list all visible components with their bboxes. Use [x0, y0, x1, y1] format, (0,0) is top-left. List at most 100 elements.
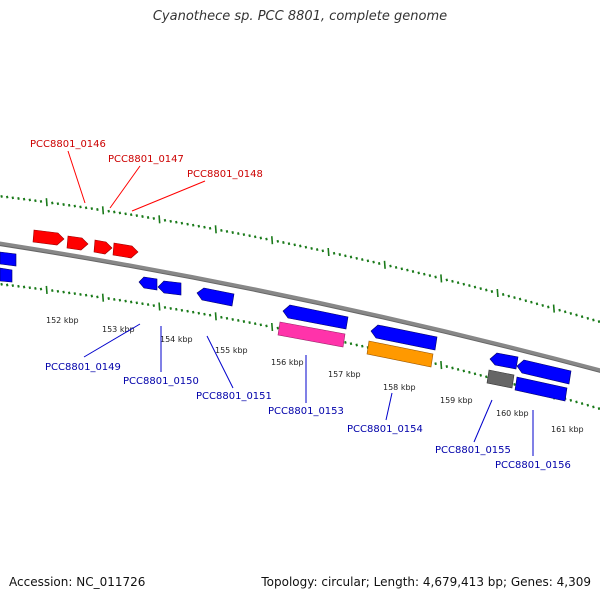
- forward-tick-101: [558, 308, 561, 312]
- reverse-tick-63: [344, 340, 347, 344]
- reverse-tick-13: [62, 290, 65, 294]
- reverse-tick-26: [135, 301, 139, 305]
- gene-pcc8801-0149[interactable]: [138, 276, 158, 291]
- forward-tick-14: [67, 203, 71, 207]
- gene-left-edge-b[interactable]: [0, 267, 13, 283]
- reverse-tick-34: [180, 308, 184, 312]
- forward-tick-85: [468, 284, 471, 288]
- gene-pcc8801-0156[interactable]: [514, 376, 568, 402]
- gene-label-0148[interactable]: PCC8801_0148: [187, 169, 263, 180]
- gene-pcc8801-0152[interactable]: [282, 304, 349, 330]
- gene-pcc8801-0151[interactable]: [196, 287, 235, 307]
- forward-tick-46: [248, 234, 251, 238]
- forward-tick-87: [479, 287, 482, 291]
- forward-tick-70: [383, 260, 386, 269]
- gene-pcc8801-0146[interactable]: [32, 229, 65, 246]
- forward-tick-79: [434, 275, 437, 279]
- forward-tick-10: [45, 198, 48, 207]
- reverse-tick-44: [237, 318, 240, 322]
- reverse-tick-49: [265, 324, 268, 328]
- forward-tick-51: [276, 239, 280, 243]
- reverse-tick-81: [445, 365, 449, 368]
- reverse-tick-104: [575, 400, 578, 404]
- reverse-tick-28: [146, 303, 150, 307]
- gene-pcc8801-0147[interactable]: [66, 235, 89, 251]
- forward-tick-29: [152, 216, 156, 220]
- reverse-tick-2: [0, 282, 3, 286]
- reverse-tick-25: [129, 300, 133, 304]
- gene-pcc8801-0155a[interactable]: [489, 352, 519, 370]
- forward-tick-3: [5, 195, 9, 199]
- forward-tick-5: [17, 197, 20, 200]
- forward-tick-83: [456, 281, 460, 285]
- gene-label-0154[interactable]: PCC8801_0154: [347, 424, 423, 435]
- reverse-tick-32: [169, 306, 172, 310]
- gene-pcc8801-0148a[interactable]: [93, 239, 113, 255]
- forward-tick-76: [417, 271, 420, 275]
- forward-tick-84: [462, 282, 466, 286]
- reverse-tick-17: [84, 293, 88, 297]
- forward-tick-68: [372, 260, 375, 264]
- forward-tick-19: [96, 208, 99, 211]
- kbp-label-152: 152 kbp: [46, 316, 79, 325]
- forward-tick-62: [338, 253, 342, 256]
- gene-pcc8801-0153[interactable]: [277, 321, 346, 348]
- forward-tick-71: [389, 264, 392, 268]
- kbp-label-158: 158 kbp: [383, 383, 416, 392]
- forward-tick-102: [563, 310, 567, 314]
- gene-pcc8801-0148b[interactable]: [112, 242, 139, 259]
- gene-left-edge-a[interactable]: [0, 251, 17, 267]
- forward-tick-48: [259, 236, 263, 240]
- forward-tick-94: [518, 297, 522, 301]
- reverse-tick-21: [107, 297, 110, 300]
- gene-pcc8801-0154[interactable]: [366, 340, 434, 368]
- forward-tick-56: [304, 245, 308, 249]
- reverse-tick-47: [253, 322, 257, 326]
- gene-label-0147[interactable]: PCC8801_0147: [108, 154, 184, 165]
- reverse-tick-10: [45, 285, 48, 294]
- gene-pcc8801-0156a[interactable]: [516, 359, 572, 385]
- forward-tick-80: [440, 274, 443, 283]
- forward-tick-47: [253, 235, 257, 239]
- gene-label-0146[interactable]: PCC8801_0146: [30, 139, 106, 150]
- forward-tick-64: [349, 255, 353, 259]
- gene-label-0151[interactable]: PCC8801_0151: [196, 391, 272, 402]
- gene-pcc8801-0155[interactable]: [486, 369, 515, 389]
- gene-label-0153[interactable]: PCC8801_0153: [268, 406, 344, 417]
- forward-tick-45: [242, 233, 246, 237]
- forward-tick-26: [135, 214, 139, 218]
- kbp-label-154: 154 kbp: [160, 335, 193, 344]
- kbp-label-157: 157 kbp: [328, 370, 361, 379]
- reverse-tick-23: [118, 298, 122, 302]
- gene-label-0149[interactable]: PCC8801_0149: [45, 362, 121, 373]
- reverse-tick-24: [124, 299, 127, 303]
- forward-tick-82: [451, 279, 454, 283]
- forward-tick-91: [501, 293, 505, 296]
- gene-pcc8801-0150[interactable]: [157, 280, 182, 296]
- reverse-tick-6: [22, 285, 26, 289]
- forward-tick-61: [332, 251, 336, 255]
- gene-label-0155[interactable]: PCC8801_0155: [435, 445, 511, 456]
- gene-pcc8801-0153b[interactable]: [370, 324, 438, 351]
- reverse-tick-11: [51, 289, 54, 293]
- gene-label-0150[interactable]: PCC8801_0150: [123, 376, 199, 387]
- genome-backbone-shade: [0, 245, 600, 373]
- forward-tick-16: [79, 205, 82, 209]
- forward-tick-108: [597, 320, 600, 324]
- gene-label-0156[interactable]: PCC8801_0156: [495, 460, 571, 471]
- forward-tick-96: [530, 300, 533, 304]
- leader-0154: [385, 392, 393, 421]
- forward-tick-89: [490, 290, 494, 293]
- reverse-tick-9: [39, 287, 43, 291]
- reverse-tick-33: [175, 307, 178, 311]
- forward-tick-92: [507, 294, 511, 298]
- forward-tick-107: [592, 318, 595, 322]
- reverse-tick-103: [569, 398, 573, 402]
- leader-0149: [83, 323, 141, 358]
- forward-tick-24: [124, 212, 127, 216]
- forward-tick-74: [406, 268, 409, 272]
- reverse-tick-86: [473, 372, 477, 376]
- forward-tick-78: [428, 274, 432, 278]
- forward-tick-55: [299, 244, 302, 248]
